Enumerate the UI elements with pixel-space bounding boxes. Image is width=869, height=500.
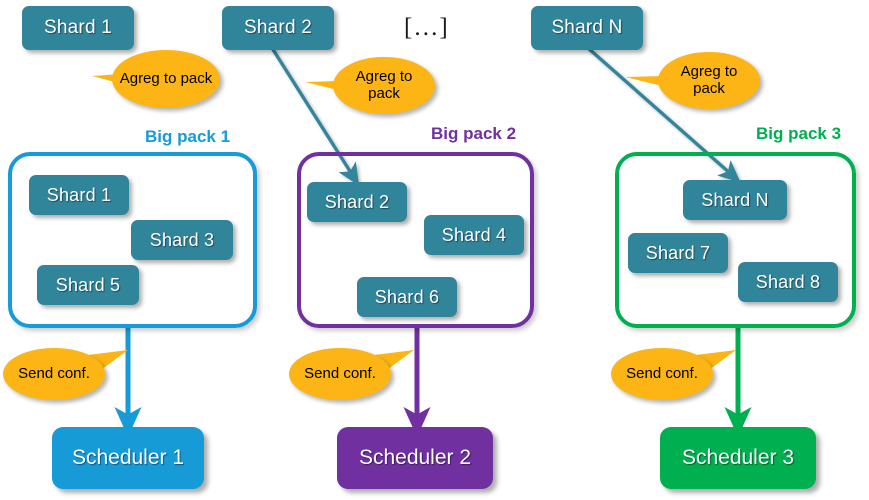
pack1-shard-1[interactable]: Shard 1	[29, 175, 129, 215]
callout-send-conf-2-label: Send conf.	[304, 364, 376, 382]
big-pack-1-box	[8, 152, 257, 328]
pack1-shard-5[interactable]: Shard 5	[37, 265, 139, 305]
callout-send-conf-3: Send conf.	[611, 348, 713, 400]
big-pack-2-label: Big pack 2	[431, 124, 517, 143]
pack3-shard-7-label: Shard 7	[645, 242, 711, 263]
callout-agreg-3-label: Agreg to pack	[680, 62, 738, 97]
top-shard-1[interactable]: Shard 1	[22, 6, 134, 50]
callout-send-conf-1: Send conf.	[3, 348, 105, 400]
pack3-shard-8-label: Shard 8	[755, 271, 821, 292]
pack1-shard-1-label: Shard 1	[46, 184, 112, 205]
ellipsis-marker: […]	[404, 14, 449, 41]
pack2-shard-2-label: Shard 2	[324, 191, 390, 212]
pack2-shard-4[interactable]: Shard 4	[424, 215, 524, 255]
big-pack-1-label: Big pack 1	[145, 127, 231, 146]
pack2-shard-6-label: Shard 6	[374, 286, 440, 307]
pack1-shard-5-label: Shard 5	[55, 274, 121, 295]
top-shard-1-label: Shard 1	[44, 17, 112, 38]
top-shard-2[interactable]: Shard 2	[222, 6, 334, 50]
callout-send-conf-2: Send conf.	[289, 348, 391, 400]
scheduler-3-label: Scheduler 3	[681, 446, 795, 469]
scheduler-2[interactable]: Scheduler 2	[337, 427, 493, 489]
big-pack-3-box	[615, 152, 856, 328]
pack3-shard-7[interactable]: Shard 7	[628, 233, 728, 273]
pack1-shard-3[interactable]: Shard 3	[131, 220, 233, 260]
top-shard-2-label: Shard 2	[244, 17, 312, 38]
pack1-shard-3-label: Shard 3	[149, 229, 215, 250]
scheduler-2-label: Scheduler 2	[358, 446, 472, 469]
callout-agreg-1-label: Agreg to pack	[119, 69, 213, 87]
pack3-shard-8[interactable]: Shard 8	[738, 262, 838, 302]
pack3-shard-n[interactable]: Shard N	[683, 180, 787, 220]
pack2-shard-4-label: Shard 4	[441, 224, 507, 245]
scheduler-1-label: Scheduler 1	[71, 446, 185, 469]
pack3-shard-n-label: Shard N	[701, 189, 769, 210]
top-shard-n[interactable]: Shard N	[531, 6, 643, 50]
big-pack-3-label: Big pack 3	[756, 124, 842, 143]
top-shard-n-label: Shard N	[551, 17, 623, 38]
pack2-shard-2[interactable]: Shard 2	[307, 182, 407, 222]
callout-send-conf-1-label: Send conf.	[18, 364, 90, 382]
callout-agreg-to-pack-1: Agreg to pack	[112, 50, 220, 108]
big-pack-2-box	[297, 152, 534, 328]
callout-agreg-2-label: Agreg to pack	[355, 67, 413, 102]
pack2-shard-6[interactable]: Shard 6	[357, 277, 457, 317]
scheduler-1[interactable]: Scheduler 1	[52, 427, 204, 489]
scheduler-3[interactable]: Scheduler 3	[660, 427, 816, 489]
callout-agreg-to-pack-2: Agreg to pack	[333, 57, 435, 114]
callout-agreg-to-pack-3: Agreg to pack	[658, 52, 760, 109]
callout-send-conf-3-label: Send conf.	[626, 364, 698, 382]
